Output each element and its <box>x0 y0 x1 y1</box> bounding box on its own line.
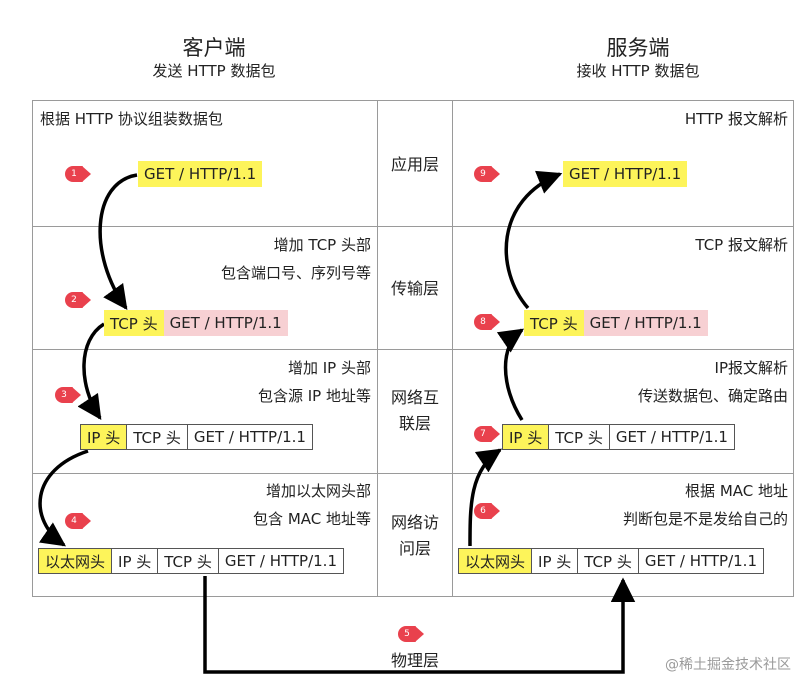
flow-arrows <box>38 170 636 674</box>
client-note-network-2: 包含源 IP 地址等 <box>257 387 371 405</box>
server-note-link-1: 根据 MAC 地址 <box>685 482 788 500</box>
packet-payload: GET / HTTP/1.1 <box>637 548 764 574</box>
step-badge-4: 4 <box>65 513 91 529</box>
layer-link-line2: 问层 <box>398 539 431 558</box>
server-title: 服务端 <box>606 36 670 60</box>
packet-eth-header: 以太网头 <box>458 548 533 574</box>
packet-ip-header: IP 头 <box>531 548 579 574</box>
packet-payload: GET / HTTP/1.1 <box>608 424 735 450</box>
server-packet-network: IP 头 TCP 头 GET / HTTP/1.1 <box>502 424 735 450</box>
packet-tcp-header: TCP 头 <box>157 548 219 574</box>
server-packet-link: 以太网头 IP 头 TCP 头 GET / HTTP/1.1 <box>458 548 764 574</box>
packet-payload: GET / HTTP/1.1 <box>186 424 313 450</box>
step-badge-3: 3 <box>55 387 81 403</box>
server-packet-app: GET / HTTP/1.1 <box>563 161 688 187</box>
packet-eth-header: 以太网头 <box>38 548 113 574</box>
client-title: 客户端 <box>182 36 246 60</box>
arrow-step-8-to-9 <box>504 170 563 310</box>
server-packet-transport: TCP 头 GET / HTTP/1.1 <box>524 310 708 336</box>
packet-ip-header: IP 头 <box>80 424 128 450</box>
packet-ip-header: IP 头 <box>111 548 159 574</box>
step-badge-5: 5 <box>398 626 424 642</box>
packet-payload: GET / HTTP/1.1 <box>138 161 263 187</box>
step-badge-7: 7 <box>474 426 500 442</box>
arrow-step-7-to-8 <box>496 328 525 421</box>
packet-payload: GET / HTTP/1.1 <box>583 310 708 336</box>
packet-tcp-header: TCP 头 <box>524 310 584 336</box>
watermark: @稀土掘金技术社区 <box>665 657 791 673</box>
client-note-network-1: 增加 IP 头部 <box>287 359 371 377</box>
client-note-transport-1: 增加 TCP 头部 <box>273 236 371 254</box>
arrow-step-6-to-7 <box>468 448 503 547</box>
server-note-app: HTTP 报文解析 <box>684 110 788 128</box>
step-badge-2: 2 <box>65 292 91 308</box>
client-note-transport-2: 包含端口号、序列号等 <box>220 264 371 282</box>
arrow-step-3-to-4 <box>38 449 89 547</box>
step-badge-1: 1 <box>65 166 91 182</box>
server-note-network-2: 传送数据包、确定路由 <box>637 387 788 405</box>
client-packet-network: IP 头 TCP 头 GET / HTTP/1.1 <box>80 424 313 450</box>
server-subtitle: 接收 HTTP 数据包 <box>576 62 700 80</box>
packet-ip-header: IP 头 <box>502 424 550 450</box>
packet-tcp-header: TCP 头 <box>104 310 164 336</box>
layer-transport: 传输层 <box>390 279 439 298</box>
server-note-network-1: IP报文解析 <box>714 359 788 377</box>
step-badge-9: 9 <box>474 166 500 182</box>
step-badge-6: 6 <box>474 503 500 519</box>
packet-payload: GET / HTTP/1.1 <box>163 310 288 336</box>
layer-application: 应用层 <box>390 155 439 174</box>
layer-network-line2: 联层 <box>398 414 431 433</box>
client-subtitle: 发送 HTTP 数据包 <box>152 62 276 80</box>
arrow-step-1-to-2 <box>98 173 138 310</box>
client-packet-transport: TCP 头 GET / HTTP/1.1 <box>104 310 288 336</box>
server-note-link-2: 判断包是不是发给自己的 <box>622 510 788 528</box>
arrow-step-5-physical <box>203 576 636 674</box>
packet-tcp-header: TCP 头 <box>126 424 188 450</box>
packet-tcp-header: TCP 头 <box>548 424 610 450</box>
packet-payload: GET / HTTP/1.1 <box>217 548 344 574</box>
client-note-link-2: 包含 MAC 地址等 <box>253 510 371 528</box>
layer-link-line1: 网络访 <box>390 513 439 532</box>
step-badge-8: 8 <box>474 314 500 330</box>
layer-physical: 物理层 <box>390 651 439 670</box>
layer-grid <box>32 100 794 597</box>
client-note-link-1: 增加以太网头部 <box>265 482 371 500</box>
packet-payload: GET / HTTP/1.1 <box>563 161 688 187</box>
client-packet-app: GET / HTTP/1.1 <box>138 161 263 187</box>
client-note-app: 根据 HTTP 协议组装数据包 <box>40 110 223 128</box>
arrow-step-2-to-3 <box>77 322 106 421</box>
server-note-transport: TCP 报文解析 <box>695 236 788 254</box>
packet-tcp-header: TCP 头 <box>577 548 639 574</box>
layer-network-line1: 网络互 <box>390 388 439 407</box>
client-packet-link: 以太网头 IP 头 TCP 头 GET / HTTP/1.1 <box>38 548 344 574</box>
